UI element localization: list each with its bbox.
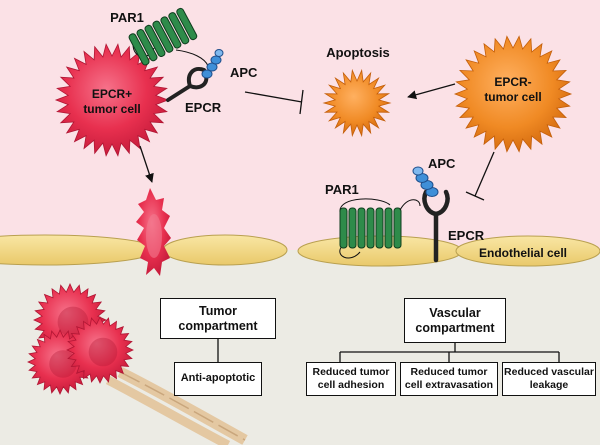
pathway-connectors (139, 83, 495, 201)
arrow-epcr-negative-to-apoptosis (407, 83, 456, 100)
reduced-adhesion-text: Reduced tumor cell adhesion (312, 366, 390, 391)
par1-label-top: PAR1 (110, 10, 144, 25)
par1-receptor-bottom (339, 198, 421, 259)
tumor-compartment-box: Tumor compartment (160, 298, 276, 339)
endothelial-layer (0, 234, 600, 267)
reduced-extravasation-text: Reduced tumor cell extravasation (404, 366, 494, 391)
inhibition-bar-lower (465, 191, 485, 201)
epcr-receptor-bottom (422, 189, 450, 263)
reduced-leakage-text: Reduced vascular leakage (504, 366, 594, 391)
epcr-negative-label-line1: EPCR- (494, 75, 531, 89)
box-connectors (217, 338, 560, 362)
endothelial-cell (162, 234, 288, 266)
epcr-negative-label-line2: tumor cell (484, 90, 541, 104)
epcr-label-bottom: EPCR (448, 228, 485, 243)
cluster-tumor-cell (66, 316, 134, 384)
reduced-adhesion-box: Reduced tumor cell adhesion (306, 362, 396, 396)
arrow-extravasation (139, 145, 154, 183)
epcr-positive-label-line1: EPCR+ (92, 87, 132, 101)
epcr-negative-tumor-cell (453, 35, 573, 153)
tumor-cell-cluster (27, 283, 134, 395)
vascular-compartment-text: Vascular compartment (415, 305, 495, 335)
epcr-positive-label-line2: tumor cell (83, 102, 140, 116)
par1-label-bottom: PAR1 (325, 182, 359, 197)
apoptosis-label: Apoptosis (326, 45, 390, 60)
inhibition-line-endothelium-cell (474, 151, 495, 197)
par1-receptor-top (128, 7, 209, 67)
vessel-fiber (105, 367, 248, 445)
tumor-compartment-text: Tumor compartment (178, 303, 258, 333)
endothelial-cell (455, 235, 600, 267)
epcr-negative-cell-body (453, 35, 573, 153)
apoptotic-cell (322, 68, 392, 138)
reduced-extravasation-box: Reduced tumor cell extravasation (400, 362, 498, 396)
cluster-cell-nucleus (88, 337, 118, 367)
anti-apoptotic-text: Anti-apoptotic (180, 372, 256, 385)
inhibition-line-apc-apoptosis (244, 91, 303, 103)
apc-molecule-bottom (412, 166, 439, 197)
inhibition-bar (299, 89, 304, 115)
apoptotic-cell-body (322, 68, 392, 138)
apc-label-top: APC (230, 65, 258, 80)
anti-apoptotic-box: Anti-apoptotic (174, 362, 262, 396)
epcr-label-top: EPCR (185, 100, 222, 115)
reduced-leakage-box: Reduced vascular leakage (502, 362, 596, 396)
apc-label-bottom: APC (428, 156, 456, 171)
endothelial-cell-label: Endothelial cell (479, 246, 567, 260)
apc-molecule-top (201, 49, 224, 79)
vascular-compartment-box: Vascular compartment (404, 298, 506, 343)
extravasating-tumor-cell (136, 188, 171, 276)
